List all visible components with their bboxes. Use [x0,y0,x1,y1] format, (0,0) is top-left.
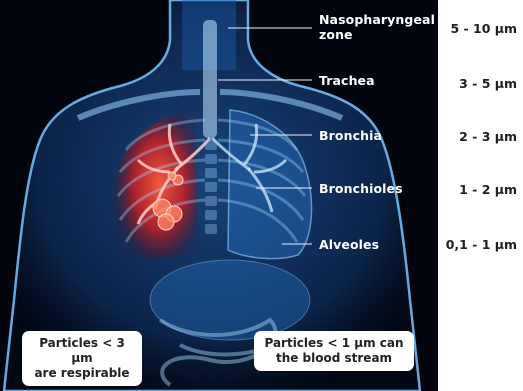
size-bronchioles: 1 - 2 µm [459,182,517,197]
size-nasopharyngeal: 5 - 10 µm [450,21,517,36]
note-blood-line2: the blood stream [260,351,408,366]
spine [205,140,217,234]
label-bronchia: Bronchia [319,128,382,143]
label-alveoles: Alveoles [319,237,379,252]
size-alveoles: 0,1 - 1 µm [446,237,517,252]
size-trachea: 3 - 5 µm [459,76,517,91]
trachea-tube [203,20,217,138]
note-respirable-line1: Particles < 3 µm [28,336,136,366]
label-nasopharyngeal-line1: Nasopharyngeal [319,12,435,27]
label-trachea: Trachea [319,73,375,88]
label-nasopharyngeal-line2: zone [319,27,435,42]
note-respirable-line2: are respirable [28,366,136,381]
note-blood-stream: Particles < 1 µm can the blood stream [254,331,414,371]
xray-body-illustration: Nasopharyngeal zone Trachea Bronchia Bro… [0,0,438,391]
label-bronchioles: Bronchioles [319,181,403,196]
size-bronchia: 2 - 3 µm [459,129,517,144]
note-blood-line1: Particles < 1 µm can [260,336,408,351]
note-respirable: Particles < 3 µm are respirable [22,331,142,386]
label-nasopharyngeal: Nasopharyngeal zone [319,12,435,42]
